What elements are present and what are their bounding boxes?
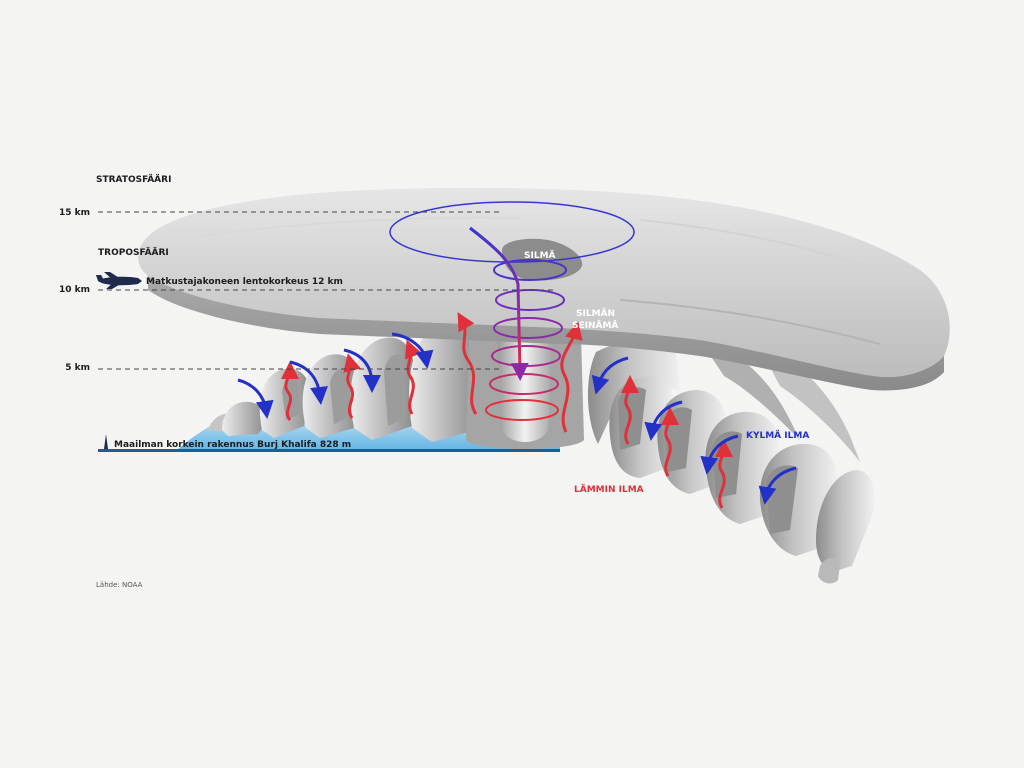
warm-air-arrows (280, 312, 733, 509)
warm-air-label: LÄMMIN ILMA (574, 484, 644, 495)
burj-khalifa-label: Maailman korkein rakennus Burj Khalifa 8… (114, 440, 351, 450)
altitude-lines (98, 211, 556, 370)
source-label: Lähde: NOAA (96, 581, 143, 589)
stratosphere-label: STRATOSFÄÄRI (96, 174, 171, 185)
altitude-10km-label: 10 km (59, 285, 90, 295)
cold-air-label: KYLMÄ ILMA (746, 430, 809, 441)
troposphere-label: TROPOSFÄÄRI (98, 247, 169, 258)
altitude-15km-label: 15 km (59, 208, 90, 218)
left-rain-bands (208, 321, 478, 442)
tower-icon (104, 434, 108, 449)
eyewall-label-line2: SEINÄMÄ (572, 320, 618, 331)
airliner-altitude-label: Matkustajakoneen lentokorkeus 12 km (146, 277, 343, 287)
altitude-5km-label: 5 km (65, 363, 90, 373)
cold-air-arrows (237, 332, 797, 505)
eye-spiral (389, 201, 635, 421)
eye-label: SILMÄ (524, 250, 556, 261)
eye-downdraft-arrow (469, 226, 529, 381)
eyewall-label-line1: SILMÄN (576, 308, 615, 319)
airplane-icon (96, 272, 142, 289)
cloud-cap (138, 187, 950, 391)
